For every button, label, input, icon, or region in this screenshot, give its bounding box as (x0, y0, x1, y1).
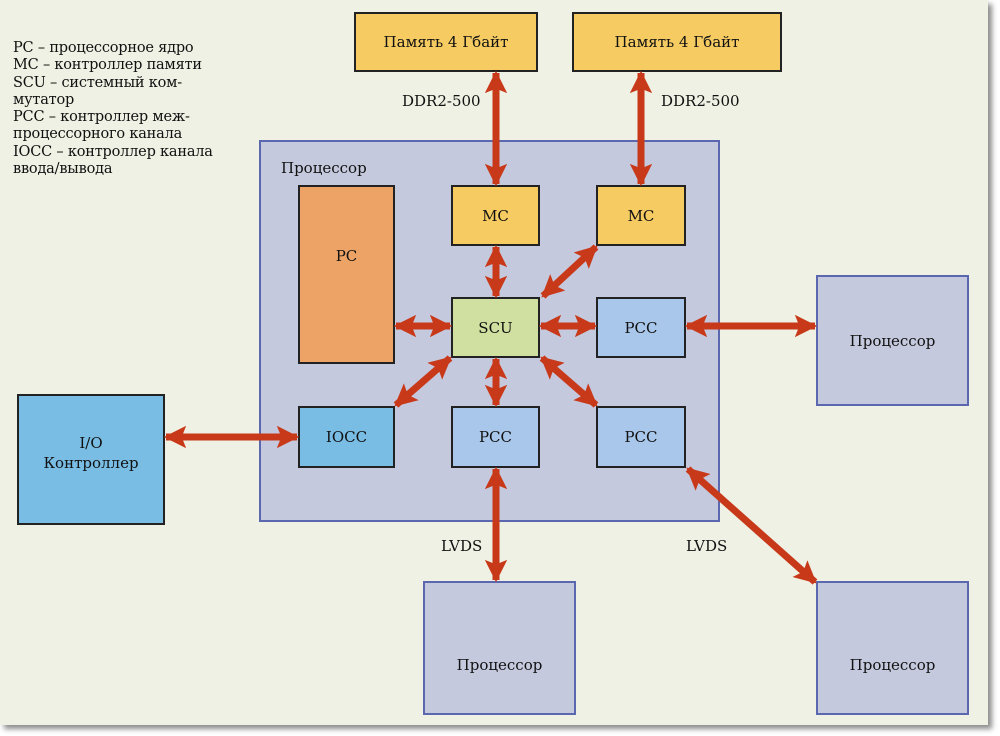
legend-line: PCC – контроллер меж- (13, 109, 190, 126)
arrow-scu-pcc-bottom-right (539, 355, 599, 408)
memory-controller-2: MC (596, 185, 686, 246)
mc-label: MC (627, 206, 655, 225)
scu-label: SCU (478, 318, 513, 337)
link-label-lvds-1: LVDS (441, 537, 483, 555)
pc-label: PC (335, 247, 358, 265)
pcc-label: PCC (478, 428, 513, 446)
legend-line: MC – контроллер памяти (13, 57, 202, 74)
io-channel-controller-iocc: IOCC (298, 406, 395, 468)
remote-processor-label: Процессор (456, 656, 543, 674)
main-processor-title: Процессор (281, 159, 367, 177)
remote-processor-right: Процессор (816, 275, 969, 406)
remote-processor-label: Процессор (849, 331, 936, 350)
iocc-label: IOCC (325, 428, 368, 446)
io-controller-line2: Контроллер (43, 453, 139, 472)
remote-processor-bottom-right: Процессор (816, 581, 969, 715)
memory-module-label: Память 4 Гбайт (383, 33, 509, 51)
pcc-label: PCC (624, 428, 658, 446)
io-controller: I/O Контроллер (17, 394, 165, 525)
arrow-mc2-scu (540, 244, 599, 299)
bus-label-ddr2-2: DDR2-500 (661, 92, 740, 110)
mc-label: MC (482, 206, 509, 225)
legend: PC – процессорное ядро MC – контроллер п… (13, 40, 253, 178)
connection-arrows (163, 70, 818, 585)
pcc-label: PCC (624, 318, 658, 337)
arrow-pcc-remote-bottom-right (685, 466, 818, 585)
legend-line: IOCC – контроллер канала (13, 143, 213, 160)
memory-module-1: Память 4 Гбайт (354, 12, 538, 72)
processor-core-pc: PC (298, 185, 395, 364)
remote-processor-bottom: Процессор (423, 581, 576, 715)
arrow-scu-iocc (393, 355, 453, 408)
legend-line: ввода/вывода (13, 161, 113, 178)
remote-processor-label: Процессор (849, 656, 936, 674)
pcc-bottom-right: PCC (596, 406, 686, 468)
memory-module-2: Память 4 Гбайт (572, 12, 782, 72)
diagram-canvas: PC – процессорное ядро MC – контроллер п… (0, 0, 988, 725)
legend-line: PC – процессорное ядро (13, 40, 194, 56)
bus-label-ddr2-1: DDR2-500 (402, 92, 481, 110)
legend-line: мутатор (13, 91, 75, 108)
pcc-right: PCC (596, 297, 686, 358)
legend-line: SCU – системный ком- (13, 74, 182, 91)
legend-line: процессорного канала (13, 126, 183, 143)
io-controller-line1: I/O (79, 433, 103, 452)
memory-module-label: Память 4 Гбайт (614, 33, 740, 51)
